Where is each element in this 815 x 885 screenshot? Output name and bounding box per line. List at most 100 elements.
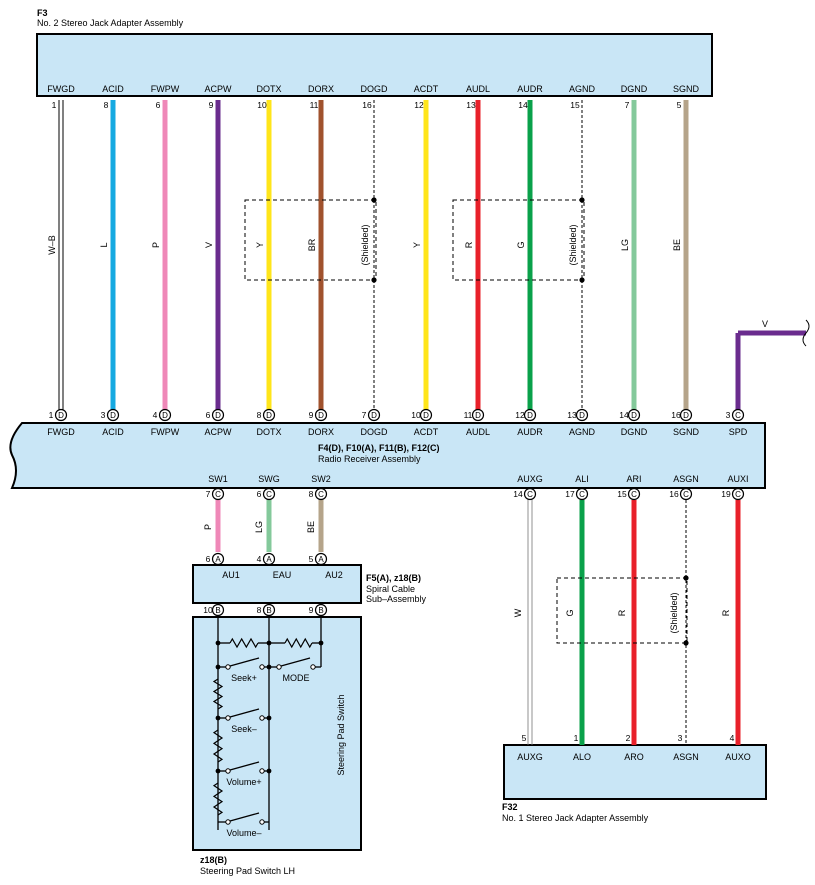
radio-bottom-signal-0: SW1 <box>208 474 228 484</box>
f3-pin-1: 1 <box>52 100 57 110</box>
shield-box-1 <box>244 199 377 281</box>
wire-code-9: G <box>516 241 526 248</box>
radio-top-pin-6: 7 <box>362 410 367 420</box>
spiral-top-pin-circle-0 <box>211 552 225 566</box>
radio-top-pin-5: 9 <box>309 410 314 420</box>
radio-aux-pin-circle-3-letter: C <box>683 490 689 499</box>
wire-aux-code-2: R <box>617 609 627 616</box>
spiral-top-pin-0: 6 <box>206 554 211 564</box>
spiral-name-1: Spiral Cable <box>366 584 416 594</box>
f3-signal-audr: AUDR <box>517 84 543 94</box>
switch-mode-blade <box>280 657 311 667</box>
switch-seekplus-blade <box>229 657 260 667</box>
wire-switch-code-1: LG <box>254 521 264 533</box>
spiral-bottom-pin-1: 8 <box>257 605 262 615</box>
f3-connector-box <box>36 33 713 97</box>
switch-seekplus-b <box>259 664 265 670</box>
radio-top-pin-circle-7 <box>419 408 433 422</box>
resistor-top-1 <box>229 637 259 649</box>
f3-id: F3 <box>37 8 48 18</box>
f32-id: F32 <box>502 802 518 812</box>
shield-dot-2b <box>579 277 585 283</box>
radio-top-pin-0: 1 <box>49 410 54 420</box>
radio-top-pin-circle-1 <box>106 408 120 422</box>
resistor-v-3 <box>212 782 224 816</box>
radio-aux-pin-circle-1-letter: C <box>579 490 585 499</box>
spiral-bottom-pin-2: 9 <box>309 605 314 615</box>
steering-id: z18(B) <box>200 855 228 865</box>
f3-signal-fwgd: FWGD <box>47 84 75 94</box>
radio-top-pin-circle-1-letter: D <box>110 411 116 420</box>
f3-pin-14: 14 <box>518 100 528 110</box>
radio-aux-signal-0: AUXG <box>517 474 543 484</box>
f3-signal-dotx: DOTX <box>256 84 281 94</box>
f3-signal-fwpw: FWPW <box>151 84 180 94</box>
radio-top-pin-circle-4-letter: D <box>266 411 272 420</box>
wire-layer <box>58 100 810 745</box>
f3-pin-9: 9 <box>209 100 214 110</box>
radio-aux-pin-2: 15 <box>617 489 627 499</box>
switch-volplus-blade <box>229 761 260 771</box>
f3-signal-acid: ACID <box>102 84 124 94</box>
radio-top-signal-9: AUDR <box>517 427 543 437</box>
radio-bottom-pin-circle-1 <box>262 487 276 501</box>
switch-seekminus-b <box>259 715 265 721</box>
radio-top-pin-circle-10-letter: D <box>579 411 585 420</box>
radio-top-pin-circle-8-letter: D <box>475 411 481 420</box>
spiral-top-pin-1: 4 <box>257 554 262 564</box>
f3-pin-16: 16 <box>362 100 372 110</box>
radio-top-signal-3: ACPW <box>205 427 233 437</box>
f32-connector-box <box>503 744 767 800</box>
spiral-top-pin-circle-2 <box>314 552 328 566</box>
radio-top-pin-circle-9-letter: D <box>527 411 533 420</box>
shield-aux-dot-a <box>683 575 689 581</box>
spiral-id: F5(A), z18(B) <box>366 573 422 583</box>
radio-top-pin-circle-0 <box>54 408 68 422</box>
radio-top-signal-5: DORX <box>308 427 334 437</box>
radio-top-pin-circle-9 <box>523 408 537 422</box>
f3-signal-dogd: DOGD <box>361 84 389 94</box>
radio-top-signal-10: AGND <box>569 427 596 437</box>
radio-bottom-pin-circle-2 <box>314 487 328 501</box>
f3-pin-11: 11 <box>310 100 319 110</box>
spiral-top-pin-circle-0-letter: A <box>215 555 221 564</box>
radio-spd-pin-circle <box>731 408 745 422</box>
wire-code-10: (Shielded) <box>568 224 578 265</box>
radio-top-signal-7: ACDT <box>414 427 439 437</box>
switch-mode-b <box>310 664 316 670</box>
radio-top-pin-circle-12 <box>679 408 693 422</box>
f32-name: No. 1 Stereo Jack Adapter Assembly <box>502 813 649 823</box>
radio-id: F4(D), F10(A), F11(B), F12(C) <box>318 443 440 453</box>
f32-signal-2: ARO <box>624 752 644 762</box>
shield-box-2 <box>452 199 585 281</box>
radio-top-pin-circle-11-letter: D <box>631 411 637 420</box>
radio-top-pin-circle-12-letter: D <box>683 411 689 420</box>
spiral-cable-box <box>192 564 362 604</box>
radio-top-signal-11: DGND <box>621 427 648 437</box>
shield-dot-2a <box>579 197 585 203</box>
switch-mode-a <box>276 664 282 670</box>
f3-pin-7: 7 <box>625 100 630 110</box>
shield-aux-dot-b <box>683 640 689 646</box>
f32-signal-3: ASGN <box>673 752 699 762</box>
radio-top-pin-circle-11 <box>627 408 641 422</box>
switch-volplus-b <box>259 768 265 774</box>
text-layer: FWGD1W–B1FWGDACID8L3ACIDFWPW6P4FWPWACPW9… <box>47 84 768 838</box>
radio-aux-pin-circle-0-letter: C <box>527 490 533 499</box>
radio-spd-signal: SPD <box>729 427 748 437</box>
radio-bottom-pin-2: 8 <box>309 489 314 499</box>
resistor-v-2 <box>212 729 224 763</box>
spiral-bottom-pin-circle-2 <box>314 603 328 617</box>
spiral-top-pin-circle-1-letter: A <box>266 555 272 564</box>
radio-top-pin-circle-5-letter: D <box>318 411 324 420</box>
spiral-name-2: Sub–Assembly <box>366 594 427 604</box>
f3-pin-5: 5 <box>677 100 682 110</box>
switch-seekplus-a <box>225 664 231 670</box>
spiral-label-1: EAU <box>273 570 292 580</box>
steering-name: Steering Pad Switch LH <box>200 866 296 876</box>
radio-aux-pin-4: 19 <box>721 489 731 499</box>
radio-bottom-signal-1: SWG <box>258 474 280 484</box>
radio-receiver-box <box>9 422 766 489</box>
f3-signal-sgnd: SGND <box>673 84 700 94</box>
